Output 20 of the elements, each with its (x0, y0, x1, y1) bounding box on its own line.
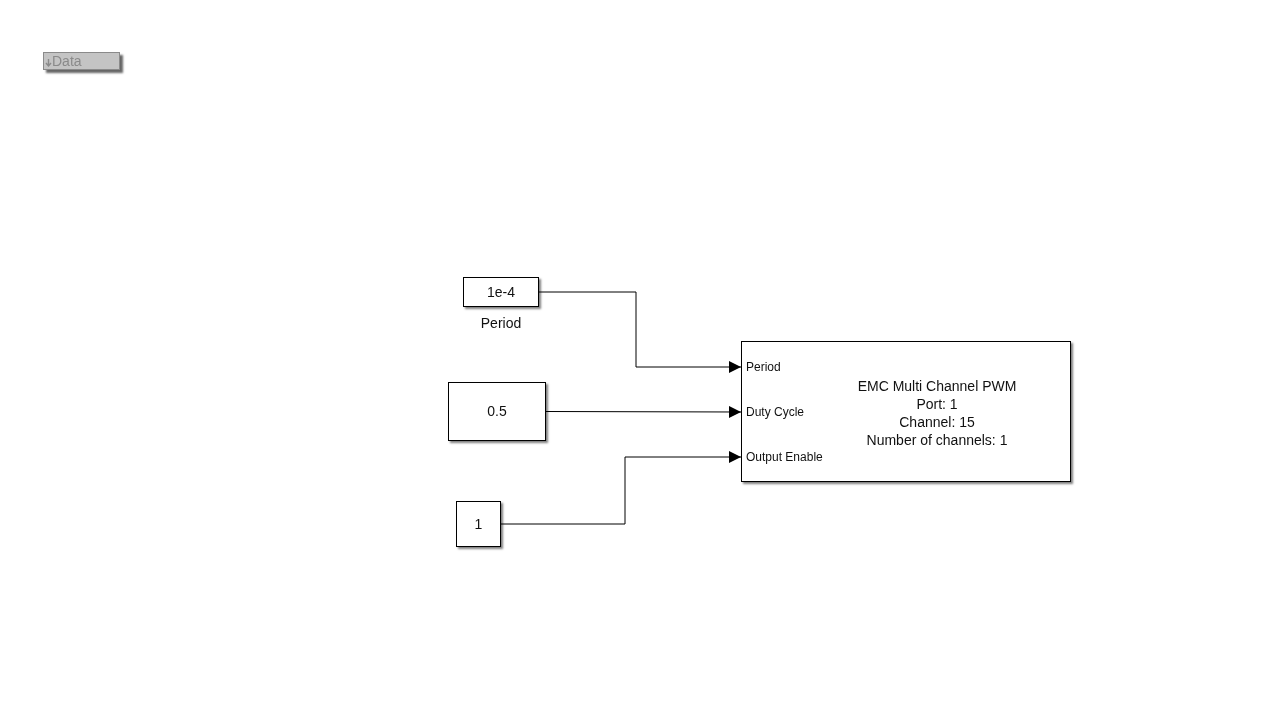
block-parameter: Port: 1 (916, 395, 958, 413)
block-parameter: EMC Multi Channel PWM (857, 377, 1017, 395)
block-parameter: Number of channels: 1 (866, 431, 1008, 449)
signal-arrow (538, 291, 742, 373)
signal-arrow (545, 405, 742, 418)
port-label: Duty Cycle (746, 406, 804, 418)
data-tag-block (43, 52, 120, 70)
constant-block (456, 501, 501, 547)
block-name: Period (479, 314, 523, 333)
port-label: Output Enable (746, 451, 823, 463)
constant-value: 1e-4 (487, 282, 515, 302)
constant-block (463, 277, 539, 307)
signal-arrow (500, 451, 742, 525)
pwm-block (741, 341, 1071, 482)
constant-value: 1 (474, 514, 483, 534)
block-parameter: Channel: 15 (899, 413, 975, 431)
port-label: Period (746, 361, 781, 373)
constant-block (448, 382, 546, 441)
constant-value: 0.5 (487, 402, 507, 421)
tag-label: Data (52, 54, 82, 68)
